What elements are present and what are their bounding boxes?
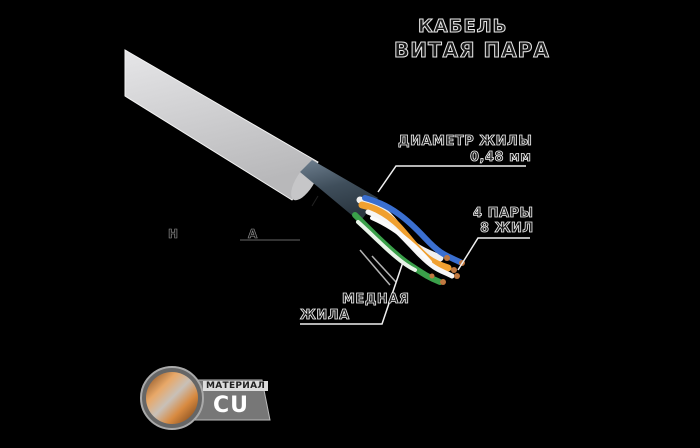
twisted-pairs [352, 195, 463, 285]
cores-label: 8 ЖИЛ [480, 221, 534, 237]
core-material-label: МЕДНАЯ [342, 292, 410, 308]
copper-tips [429, 255, 465, 285]
diameter-label: ДИАМЕТР ЖИЛЫ [398, 134, 533, 150]
core-label: ЖИЛА [300, 308, 350, 324]
diameter-value: 0,48 мм [470, 150, 532, 166]
cable-jacket [124, 49, 319, 201]
cable-shield [300, 160, 378, 222]
material-badge [140, 366, 271, 430]
material-label: МАТЕРИАЛ [203, 381, 269, 391]
faint-label-mid: А [248, 227, 258, 242]
material-value: CU [213, 393, 250, 418]
faint-label-left: Н [168, 227, 179, 242]
wire-reflection [359, 249, 397, 286]
copper-icon [146, 372, 198, 424]
leader-lines [240, 165, 530, 325]
product-title-line1: КАБЕЛЬ [417, 16, 508, 38]
product-title-line2: ВИТАЯ ПАРА [394, 38, 550, 63]
pairs-label: 4 ПАРЫ [473, 206, 534, 222]
